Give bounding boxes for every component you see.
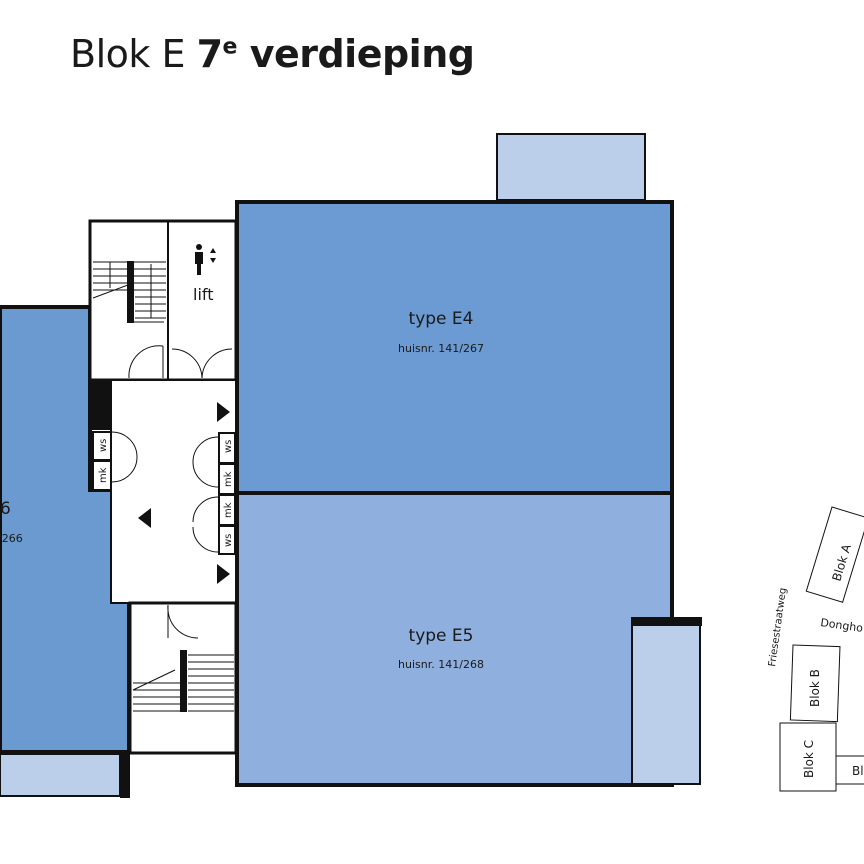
block-b-label: Blok B [808, 669, 822, 707]
balcony-top [496, 133, 646, 201]
mk-label: mk [223, 471, 234, 487]
block-c [779, 722, 837, 792]
balcony-right [631, 621, 701, 785]
ws-label: ws [223, 440, 234, 453]
ws-label: ws [223, 534, 234, 547]
title-floor: 7e verdieping [196, 32, 475, 76]
title-block: Blok E [70, 32, 185, 76]
unit-e5-number: huisnr. 141/268 [398, 658, 484, 671]
unit-e4-type: type E4 [409, 309, 474, 329]
street-friesestraatweg: Friesestraatweg [767, 587, 789, 667]
block-d [835, 755, 864, 785]
block-a [805, 506, 864, 603]
ws-box-right-2 [218, 525, 236, 555]
mk-label: mk [223, 502, 234, 518]
arrow-left-icon [138, 508, 151, 528]
person-lift-icon [195, 244, 216, 275]
arrow-right-icon [217, 402, 230, 422]
stair-divider [127, 261, 134, 323]
unit-e4-number: huisnr. 141/267 [398, 342, 484, 355]
page-title: Blok E 7e verdieping [70, 32, 475, 76]
ws-label: ws [98, 439, 109, 452]
block-d-label: Bl [852, 764, 864, 778]
lift-label: lift [193, 285, 214, 304]
mk-box-left [92, 460, 112, 491]
mk-label: mk [98, 467, 109, 483]
street-donghorn: Dongho [820, 616, 864, 635]
corridor [110, 379, 237, 604]
wall-block [90, 380, 112, 430]
balcony-left-wall [120, 752, 130, 798]
block-c-label: Blok C [802, 740, 816, 778]
site-map [779, 506, 864, 792]
unit-e5-type: type E5 [409, 626, 474, 646]
door-icons [111, 345, 233, 639]
block-b [789, 644, 841, 723]
balcony-right-wall [631, 617, 702, 626]
arrow-right-icon [217, 564, 230, 584]
unit-e6-number: /266 [0, 532, 23, 545]
stair-icon-bottom [132, 654, 234, 712]
unit-e6-type: 6 [0, 499, 11, 519]
stair-divider [180, 650, 187, 712]
balcony-left [0, 753, 121, 797]
